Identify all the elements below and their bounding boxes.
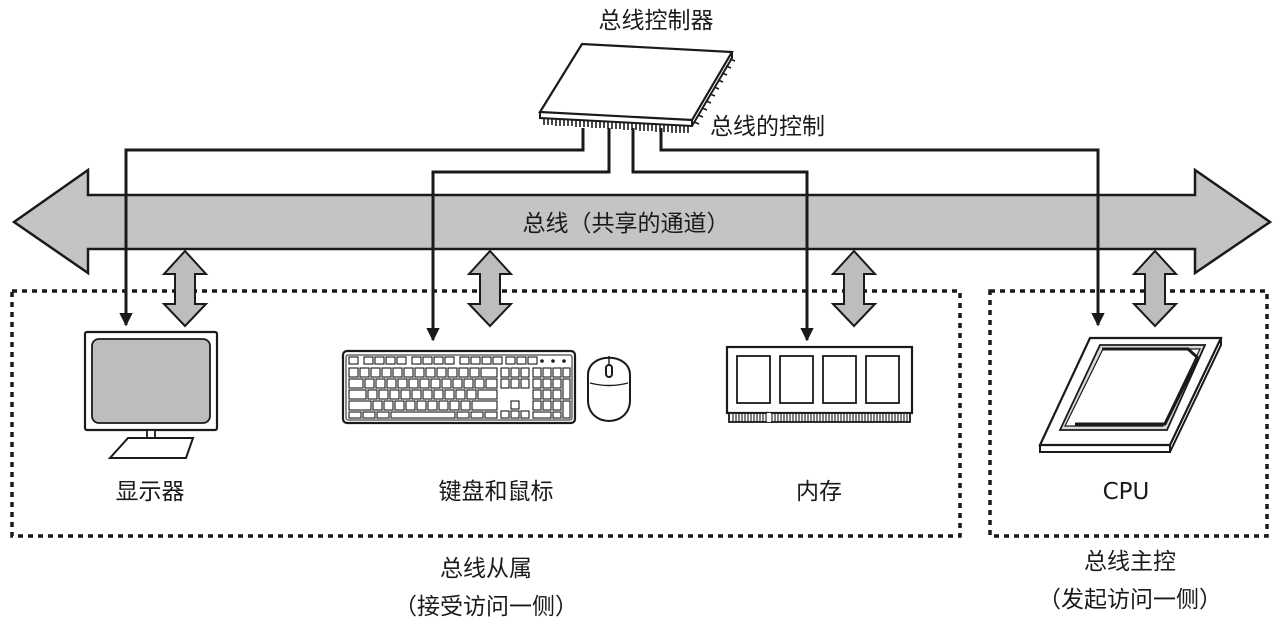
- bus-master-title: 总线主控: [1084, 549, 1176, 575]
- keyboard-bus-connector-arrow: [466, 249, 514, 328]
- bus-master-subtitle: （发起访问一侧）: [1038, 587, 1222, 613]
- control-lines: [119, 128, 1105, 342]
- bus-control-label: 总线的控制: [710, 114, 825, 140]
- cpu-chip-icon: [1038, 336, 1223, 453]
- display-bus-connector-arrow: [161, 249, 209, 328]
- keyboard-mouse-label: 键盘和鼠标: [439, 479, 554, 505]
- bus-slave-title: 总线从属: [440, 556, 532, 582]
- control-line-keyboard: [426, 128, 611, 342]
- keyboard-icon: [341, 349, 577, 425]
- bus-controller-chip-icon: [538, 42, 736, 133]
- control-line-memory: [631, 128, 814, 342]
- cpu-label: CPU: [1103, 479, 1150, 505]
- bus-slave-subtitle: （接受访问一侧）: [394, 594, 578, 620]
- memory-bus-connector-arrow: [830, 249, 878, 328]
- bus-label: 总线（共享的通道）: [523, 211, 730, 237]
- bus-master-group-box: [988, 289, 1269, 538]
- memory-label: 内存: [796, 479, 842, 505]
- monitor-icon: [83, 330, 219, 459]
- cpu-bus-connector-arrow: [1131, 249, 1179, 328]
- display-label: 显示器: [116, 479, 185, 505]
- bus-controller-label: 总线控制器: [599, 8, 714, 34]
- mouse-icon: [587, 356, 631, 422]
- control-line-cpu: [659, 128, 1105, 327]
- control-line-display: [119, 128, 585, 327]
- connector-arrows: [161, 249, 1179, 328]
- memory-module-icon: [725, 345, 914, 423]
- bus-double-arrow: [11, 167, 1273, 276]
